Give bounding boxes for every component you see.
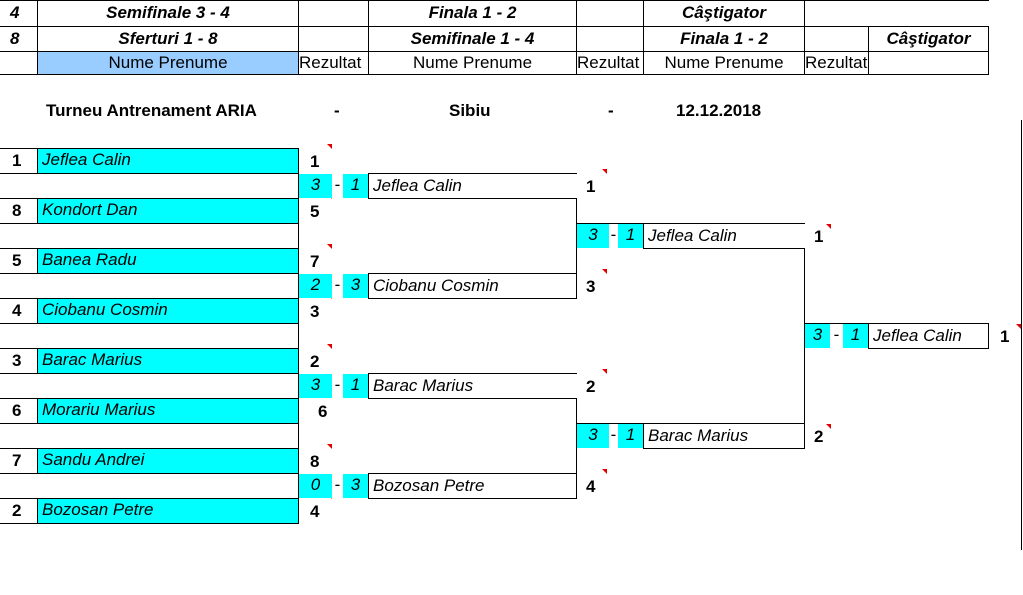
finalist-name[interactable]: Jeflea Calin (648, 226, 737, 245)
comment-indicator-icon[interactable] (826, 224, 831, 229)
score-right[interactable]: 1 (618, 424, 643, 448)
player-result[interactable]: 2 (310, 352, 320, 371)
finalist-result[interactable]: 1 (814, 227, 824, 246)
column-border (1021, 120, 1022, 550)
player-name-cell[interactable]: Sandu Andrei (38, 449, 298, 473)
player-name-cell[interactable]: Bozosan Petre (38, 499, 298, 523)
tournament-title: Turneu Antrenament ARIA (46, 101, 257, 120)
comment-indicator-icon[interactable] (602, 469, 607, 474)
seed-number: 5 (12, 251, 22, 270)
score-left[interactable]: 3 (805, 324, 830, 348)
comment-indicator-icon[interactable] (327, 344, 332, 349)
separator: - (608, 101, 614, 120)
seed-number: 1 (12, 151, 22, 170)
player-name-cell[interactable]: Morariu Marius (38, 399, 298, 423)
header-quarterfinals: Sferturi 1 - 8 (118, 29, 218, 48)
score-separator: - (610, 225, 617, 244)
header-final-1-2: Finala 1 - 2 (428, 3, 517, 22)
comment-indicator-icon[interactable] (602, 169, 607, 174)
player-result[interactable]: 5 (310, 202, 320, 221)
score-separator: - (334, 175, 341, 194)
score-right[interactable]: 1 (343, 374, 368, 398)
qualified-player-name[interactable]: Bozosan Petre (373, 476, 485, 495)
qualified-player-result[interactable]: 2 (586, 377, 596, 396)
score-right[interactable]: 1 (618, 224, 643, 248)
score-left[interactable]: 3 (577, 224, 609, 248)
comment-indicator-icon[interactable] (327, 444, 332, 449)
qualified-player-name[interactable]: Jeflea Calin (373, 176, 462, 195)
player-name-cell[interactable]: Barac Marius (38, 349, 298, 373)
header-round-count-4: 4 (10, 3, 20, 22)
player-name-cell[interactable]: Ciobanu Cosmin (38, 299, 298, 323)
score-right[interactable]: 3 (343, 274, 368, 298)
comment-indicator-icon[interactable] (327, 244, 332, 249)
score-left[interactable]: 2 (299, 274, 332, 298)
player-name-cell[interactable]: Jeflea Calin (38, 149, 298, 173)
header-winner: Câştigator (681, 3, 767, 22)
player-result[interactable]: 6 (318, 402, 328, 421)
seed-number: 8 (12, 201, 22, 220)
player-result[interactable]: 3 (310, 302, 320, 321)
score-separator: - (610, 425, 617, 444)
score-separator: - (334, 475, 341, 494)
qualified-player-result[interactable]: 1 (586, 177, 596, 196)
score-left[interactable]: 3 (299, 174, 332, 198)
score-right[interactable]: 1 (843, 324, 868, 348)
seed-number: 2 (12, 501, 22, 520)
header-semifinals-1-4: Semifinale 1 - 4 (410, 29, 535, 48)
score-separator: - (833, 325, 840, 344)
comment-indicator-icon[interactable] (602, 369, 607, 374)
player-name-cell[interactable]: Kondort Dan (38, 199, 298, 223)
column-result-header[interactable]: Rezultat (577, 53, 640, 72)
column-result-header[interactable]: Rezultat (805, 53, 868, 72)
separator: - (334, 101, 340, 120)
column-name-header-selected[interactable]: Nume Prenume (38, 52, 298, 74)
header-winner-b: Câştigator (886, 29, 971, 48)
seed-number: 4 (12, 301, 22, 320)
comment-indicator-icon[interactable] (327, 144, 332, 149)
column-name-header[interactable]: Nume Prenume (412, 53, 533, 72)
score-separator: - (334, 375, 341, 394)
player-name-cell[interactable]: Banea Radu (38, 249, 298, 273)
finalist-result[interactable]: 2 (814, 427, 824, 446)
column-result-header[interactable]: Rezultat (299, 53, 362, 72)
score-right[interactable]: 3 (343, 474, 368, 498)
player-result[interactable]: 8 (310, 452, 320, 471)
player-result[interactable]: 1 (310, 152, 320, 171)
tournament-city: Sibiu (449, 101, 491, 120)
comment-indicator-icon[interactable] (1016, 324, 1021, 329)
player-result[interactable]: 4 (310, 502, 320, 521)
qualified-player-name[interactable]: Barac Marius (373, 376, 474, 395)
player-result[interactable]: 7 (310, 252, 320, 271)
score-left[interactable]: 3 (577, 424, 609, 448)
seed-number: 7 (12, 451, 22, 470)
score-left[interactable]: 3 (299, 374, 332, 398)
winner-result[interactable]: 1 (1000, 327, 1010, 346)
qualified-player-result[interactable]: 4 (586, 477, 596, 496)
header-final-1-2-b: Finala 1 - 2 (680, 29, 768, 48)
score-separator: - (334, 275, 341, 294)
qualified-player-name[interactable]: Ciobanu Cosmin (373, 276, 499, 295)
seed-number: 6 (12, 401, 22, 420)
score-right[interactable]: 1 (343, 174, 368, 198)
comment-indicator-icon[interactable] (602, 269, 607, 274)
finalist-name[interactable]: Barac Marius (648, 426, 749, 445)
qualified-player-result[interactable]: 3 (586, 277, 596, 296)
header-semifinals-3-4: Semifinale 3 - 4 (106, 3, 230, 22)
seed-number: 3 (12, 351, 22, 370)
header-round-count-8: 8 (10, 29, 20, 48)
column-name-header[interactable]: Nume Prenume (664, 53, 784, 72)
winner-name[interactable]: Jeflea Calin (873, 326, 962, 345)
comment-indicator-icon[interactable] (826, 424, 831, 429)
score-left[interactable]: 0 (299, 474, 332, 498)
tournament-date: 12.12.2018 (676, 101, 762, 120)
